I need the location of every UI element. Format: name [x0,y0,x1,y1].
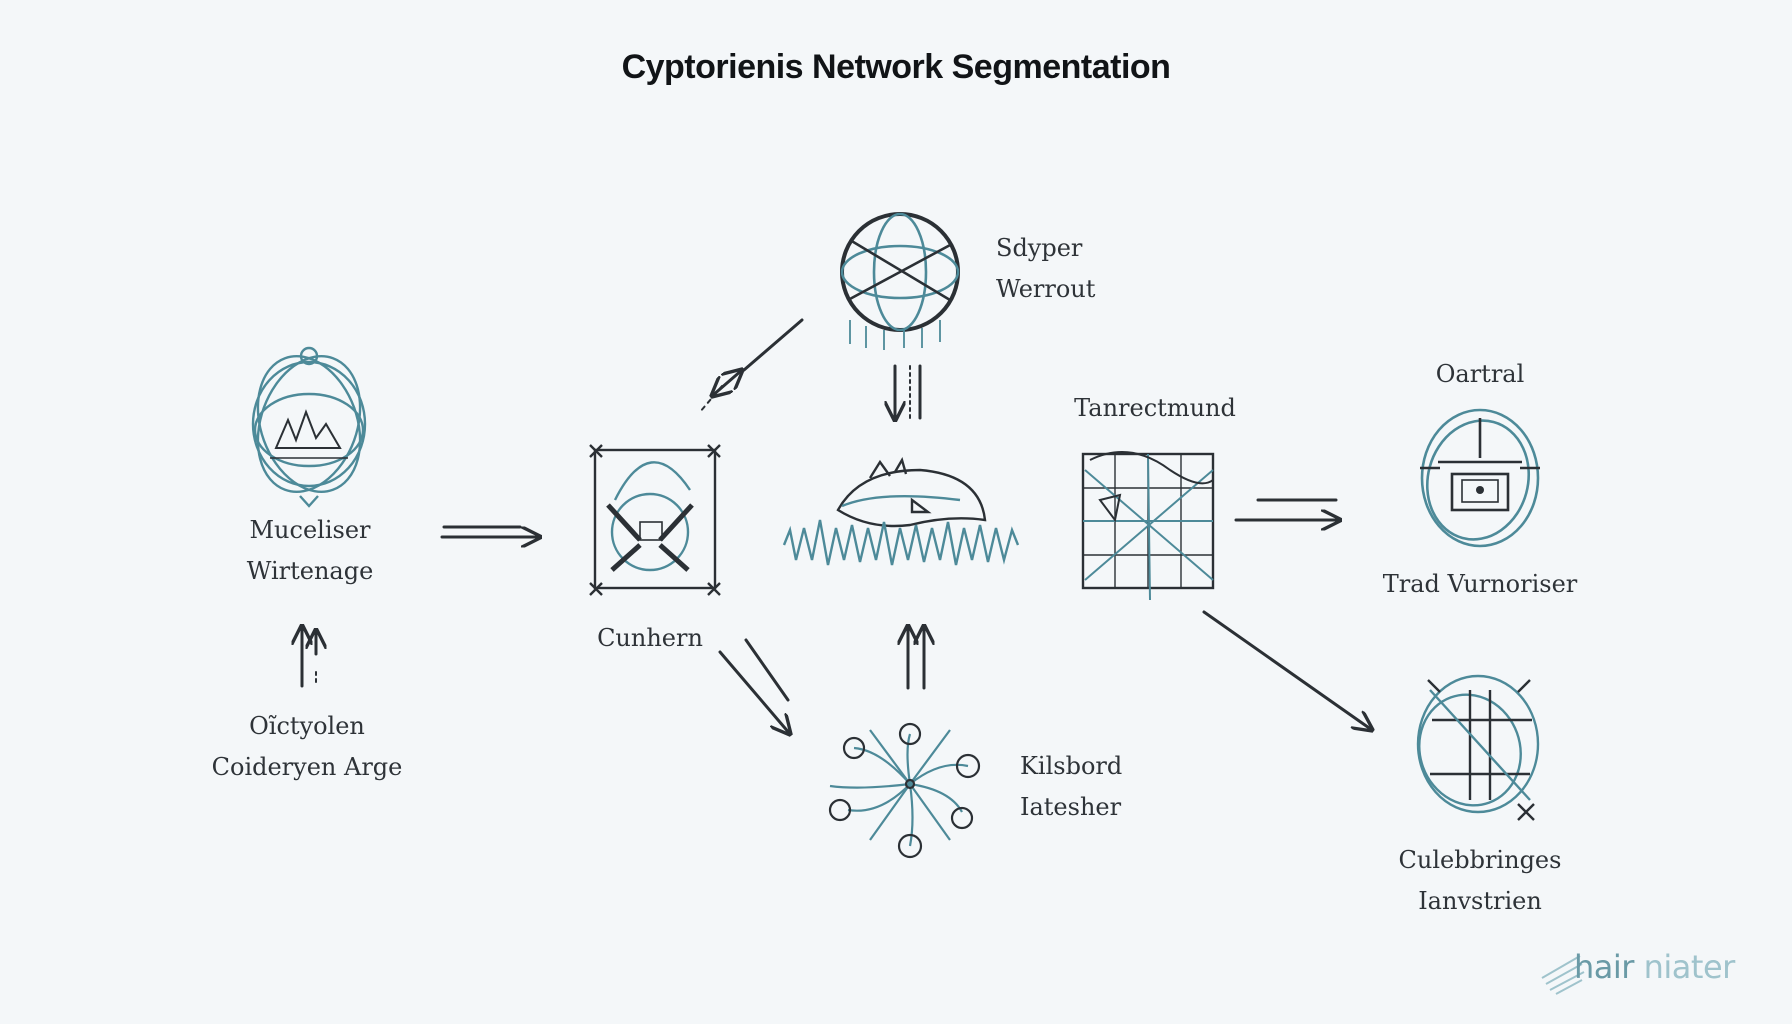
node-label: Trad Vurnoriser [1382,570,1578,598]
node-culebbringes: Culebbringes Ianvstrien [1380,840,1580,922]
node-sdyper: Sdyper Werrout [996,228,1095,310]
wire-sphere-icon [840,212,960,350]
watermark-text: hair niater [1574,948,1735,986]
node-label: Ianvstrien [1418,887,1542,915]
connector-arrows [302,318,1372,734]
arrow-tanrectmund-to-culebbringes [1202,610,1372,730]
node-label: Coideryen Arge [211,753,403,781]
watermark-text-dark: hair [1574,948,1634,986]
node-label: Muceliser [249,516,371,544]
watermark-logo-icon [1541,955,1585,995]
node-label: Kilsbord [1020,752,1123,780]
node-oictyolen: Oĩctyolen Coideryen Arge [192,706,422,788]
diagram-title: Cyptorienis Network Segmentation [621,48,1171,86]
node-cunhern: Cunhern [570,618,730,659]
network-grid-icon [1081,451,1215,601]
node-label: Oartral [1435,360,1525,388]
node-label: Tanrectmund [1074,394,1236,422]
node-label: Cunhern [597,624,703,652]
node-label: Oĩctyolen [249,712,365,740]
node-label: Culebbringes [1398,846,1562,874]
node-muceliser: Muceliser Wirtenage [220,510,400,592]
globe-box-icon [1420,408,1540,548]
node-tanrectmund: Tanrectmund [1050,388,1260,429]
node-label: Werrout [996,275,1096,303]
watermark-text-light: niater [1633,948,1736,986]
node-trad: Trad Vurnoriser [1370,564,1590,605]
hub-network-icon [828,722,981,859]
grid-globe-icon [1416,674,1540,821]
robot-shield-icon [589,444,721,596]
globe-tower-icon [251,346,367,508]
arrow-cunhern-to-sdyper [742,318,804,372]
node-label: Wirtenage [246,557,374,585]
node-oartral: Oartral [1400,354,1560,395]
wave-creature-icon [782,456,1020,566]
node-label: Sdyper [996,234,1083,262]
node-kilsbord: Kilsbord Iatesher [1020,746,1122,828]
watermark: hair niater [1540,948,1740,992]
arrow-cunhern-to-kilsbord [718,650,790,734]
node-label: Iatesher [1020,793,1122,821]
